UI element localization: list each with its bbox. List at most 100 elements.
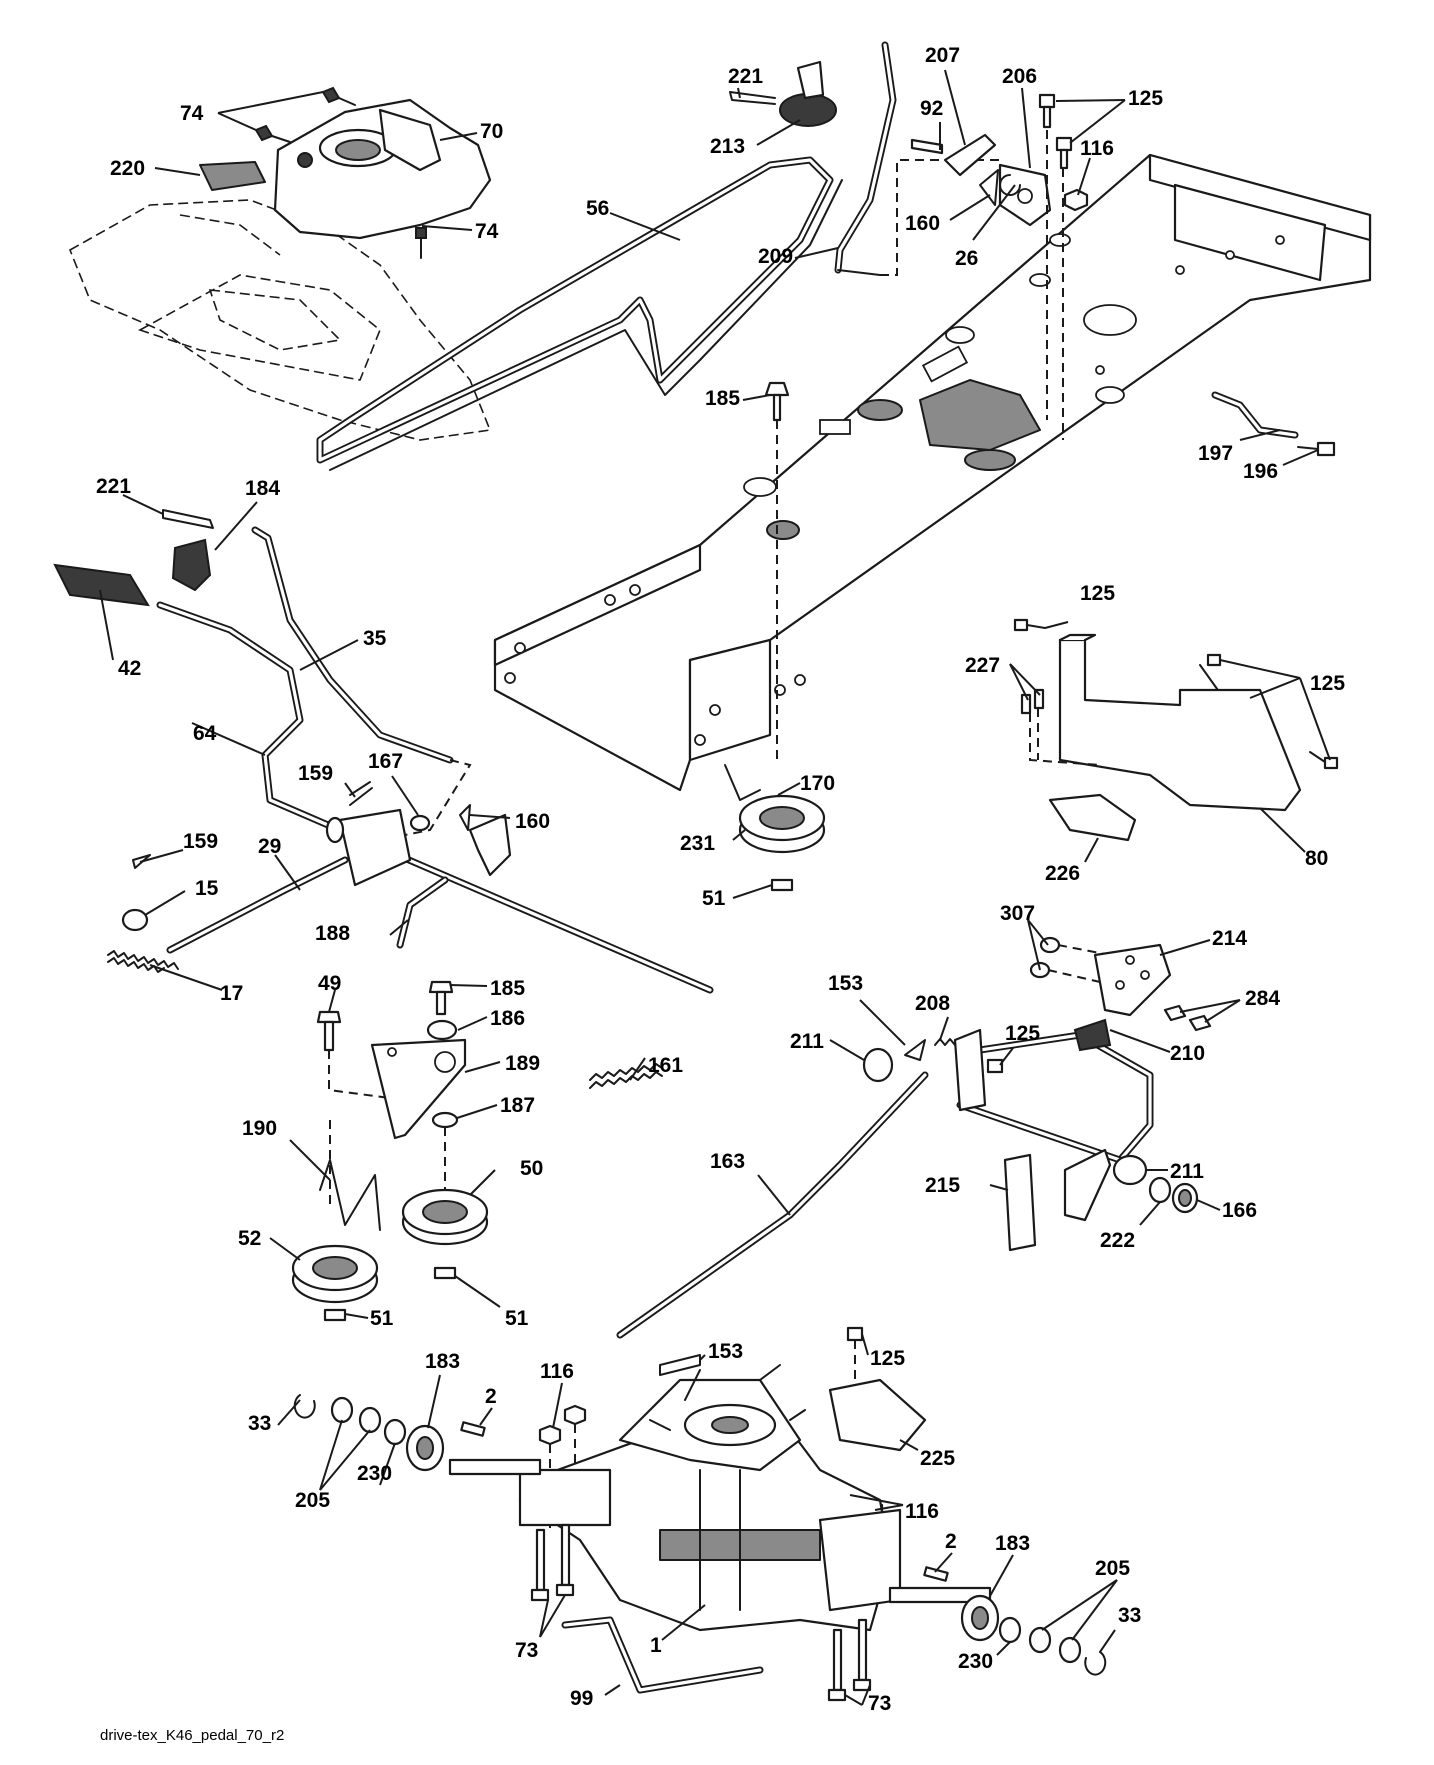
callout-307: 307: [1000, 902, 1035, 925]
callout-211-right: 211: [1170, 1160, 1204, 1183]
bushing-part-183-right: [960, 1594, 1000, 1642]
callout-125-top: 125: [1128, 87, 1163, 110]
bolt-part-125-pedal: [986, 1058, 1004, 1074]
callout-15: 15: [195, 877, 219, 900]
rod-part-163: [616, 1071, 929, 1339]
callout-51-top: 51: [702, 887, 726, 910]
callout-227: 227: [965, 654, 1000, 677]
callout-205-right: 205: [1095, 1557, 1130, 1580]
callout-2-left: 2: [485, 1385, 497, 1408]
callout-185-top: 185: [705, 387, 740, 410]
callout-99: 99: [570, 1687, 593, 1710]
pulley-part-52: [291, 1244, 379, 1304]
callout-215: 215: [925, 1174, 960, 1197]
clip-part-221-top: [729, 91, 776, 105]
washer-part-167: [409, 814, 431, 832]
callout-163: 163: [710, 1150, 745, 1173]
transaxle-part-1: [518, 1364, 902, 1632]
callout-187: 187: [500, 1094, 535, 1117]
callout-29: 29: [258, 835, 281, 858]
callout-226: 226: [1045, 862, 1080, 885]
callout-183-left: 183: [425, 1350, 460, 1373]
callout-170: 170: [800, 772, 835, 795]
pad-part-214: [1093, 943, 1172, 1017]
callout-92: 92: [920, 97, 943, 120]
spacer-part-186: [426, 1019, 458, 1041]
callout-26: 26: [955, 247, 978, 270]
bolt-part-185-mid: [428, 980, 454, 1016]
bolt-part-125-plate-a: [1013, 618, 1046, 632]
callout-50: 50: [520, 1157, 543, 1180]
callout-214: 214: [1212, 927, 1247, 950]
callout-159-left: 159: [183, 830, 218, 853]
callout-116-bottom-a: 116: [540, 1360, 574, 1383]
bolt-part-73-right: [827, 1618, 872, 1702]
bolt-part-49: [316, 1010, 342, 1052]
key-part-2-right: [923, 1566, 949, 1582]
bracket-part-206: [998, 163, 1052, 227]
screw-part-74-b: [254, 124, 291, 143]
spring-part-161: [589, 1063, 663, 1089]
axle-left: [448, 1458, 542, 1476]
callout-74-b: 74: [475, 220, 499, 243]
nut-part-51-b: [433, 1266, 457, 1280]
callout-211-left: 211: [790, 1030, 824, 1053]
pin-part-153-bottom: [659, 1354, 701, 1376]
grip-part-42: [53, 563, 150, 607]
nut-part-284: [1163, 1004, 1212, 1032]
callout-70: 70: [480, 120, 503, 143]
bracket-part-170: [724, 764, 761, 801]
washer-part-230-right: [998, 1616, 1022, 1644]
washer-part-166: [1171, 1182, 1199, 1214]
link-part-188: [396, 876, 449, 949]
pin-part-153-mid: [904, 1039, 926, 1061]
callout-51-left: 51: [370, 1307, 394, 1330]
pivot-part-197: [1211, 391, 1299, 439]
nut-part-51-c: [770, 878, 794, 892]
callout-160-mid: 160: [515, 810, 550, 833]
callout-205-left: 205: [295, 1489, 330, 1512]
callout-125-bottom: 125: [870, 1347, 905, 1370]
callout-213: 213: [710, 135, 745, 158]
rod-part-64: [156, 601, 714, 994]
callout-220: 220: [110, 157, 145, 180]
frame-chassis: [493, 153, 1372, 792]
callout-labels: 74 70 220 74 56 221 213 207 206 125 92 1…: [96, 44, 1345, 1715]
callout-153-mid: 153: [828, 972, 863, 995]
bolt-part-185-top: [764, 381, 790, 422]
bracket-part-226: [1048, 793, 1137, 842]
plate-part-80: [1058, 633, 1302, 812]
nut-part-116-bottom-b: [563, 1404, 587, 1426]
callout-73-right: 73: [868, 1692, 891, 1715]
rod-part-35: [251, 526, 454, 764]
callout-33-left: 33: [248, 1412, 271, 1435]
callout-35: 35: [363, 627, 387, 650]
nut-part-116-bottom-a: [538, 1424, 562, 1446]
callout-221-top: 221: [728, 65, 763, 88]
hidden-line-307: [1047, 944, 1111, 983]
knob-part-184: [171, 538, 212, 592]
washer-part-230-left: [383, 1418, 407, 1446]
leader-lines: [99, 69, 1331, 1706]
callout-49: 49: [318, 972, 341, 995]
callout-190: 190: [242, 1117, 277, 1140]
nut-part-116-top: [1063, 188, 1089, 212]
bushing-part-211-right: [1112, 1154, 1148, 1186]
callout-222: 222: [1100, 1229, 1135, 1252]
callout-64: 64: [193, 722, 217, 745]
callout-207: 207: [925, 44, 960, 67]
mower-body-ghost: [68, 199, 492, 441]
callout-185-mid: 185: [490, 977, 525, 1000]
callout-230-right: 230: [958, 1650, 993, 1673]
bracket-cluster-pedal: [325, 808, 512, 887]
rod-part-99: [561, 1616, 764, 1694]
callout-210: 210: [1170, 1042, 1205, 1065]
callout-125-plate-b: 125: [1310, 672, 1345, 695]
hidden-line-227: [1029, 713, 1101, 766]
pin-part-160-mid: [459, 804, 471, 831]
bushing-part-211-left: [862, 1047, 894, 1083]
bracket-part-190: [319, 1159, 381, 1231]
pin-part-160-top: [979, 169, 999, 206]
callout-52: 52: [238, 1227, 261, 1250]
